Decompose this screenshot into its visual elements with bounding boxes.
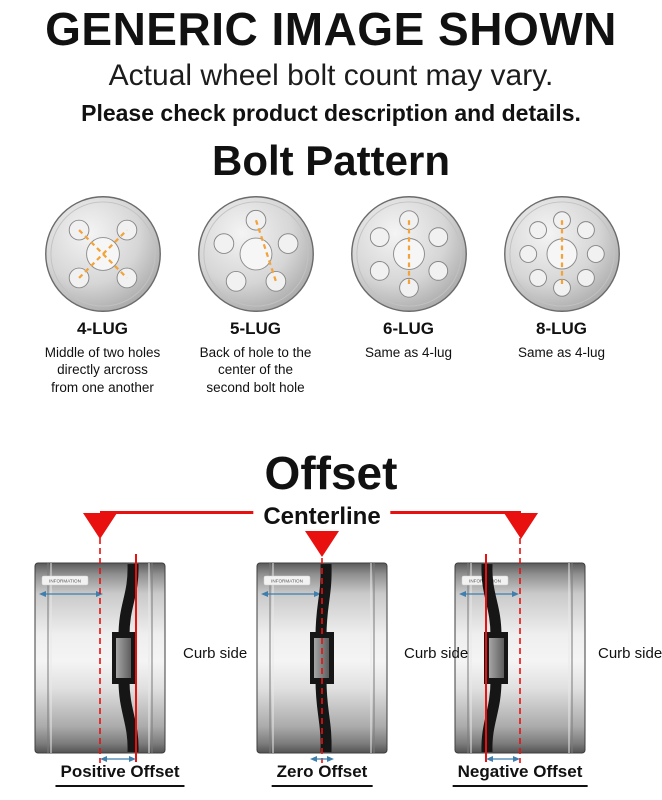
wheel-8lug-icon <box>503 195 620 312</box>
curb-side-label: Curb side <box>183 645 248 662</box>
offset-title: Offset <box>264 447 398 499</box>
negative-offset-diagram: INFORMATION <box>454 538 586 763</box>
positive-offset-label: Positive Offset <box>55 762 185 787</box>
main-title: GENERIC IMAGE SHOWN <box>45 3 617 55</box>
lug-label: 4-LUG <box>77 318 128 338</box>
bolt-pattern-row: 4-LUG Middle of two holes directly arcro… <box>26 193 638 397</box>
bolt-pattern-title: Bolt Pattern <box>211 136 450 184</box>
lug-description: Middle of two holes directly arcross fro… <box>44 344 161 395</box>
curb-side-label: Curb side <box>404 645 469 662</box>
zero-offset-diagram: INFORMATION <box>256 538 388 763</box>
bolt-pattern-5lug: 5-LUG Back of hole to the center of the … <box>179 193 332 397</box>
bolt-pattern-4lug: 4-LUG Middle of two holes directly arcro… <box>26 193 179 397</box>
bolt-pattern-6lug: 6-LUG Same as 4-lug <box>332 193 485 397</box>
centerline-arrow-right-icon <box>504 513 538 539</box>
lug-description: Back of hole to the center of the second… <box>199 344 312 395</box>
lug-description: Same as 4-lug <box>364 344 453 360</box>
negative-offset-label: Negative Offset <box>452 762 588 787</box>
subtitle: Actual wheel bolt count may vary. <box>108 58 554 92</box>
lug-label: 8-LUG <box>536 318 587 338</box>
note-text: Please check product description and det… <box>81 99 581 126</box>
centerline-arrow-left-icon <box>83 513 117 539</box>
centerline-arrow-center-icon <box>305 531 339 557</box>
centerline-label: Centerline <box>253 503 391 531</box>
lug-description: Same as 4-lug <box>517 344 606 360</box>
barrel-info-text: INFORMATION <box>49 579 81 584</box>
lug-label: 5-LUG <box>230 318 281 338</box>
barrel-info-text: INFORMATION <box>271 579 303 584</box>
bolt-pattern-8lug: 8-LUG Same as 4-lug <box>485 193 638 397</box>
wheel-5lug-icon <box>197 195 314 312</box>
positive-offset-diagram: INFORMATION <box>34 538 166 763</box>
zero-offset-label: Zero Offset <box>271 762 373 787</box>
curb-side-label: Curb side <box>598 645 662 662</box>
lug-label: 6-LUG <box>383 318 434 338</box>
wheel-6lug-icon <box>350 195 467 312</box>
wheel-4lug-icon <box>44 195 161 312</box>
